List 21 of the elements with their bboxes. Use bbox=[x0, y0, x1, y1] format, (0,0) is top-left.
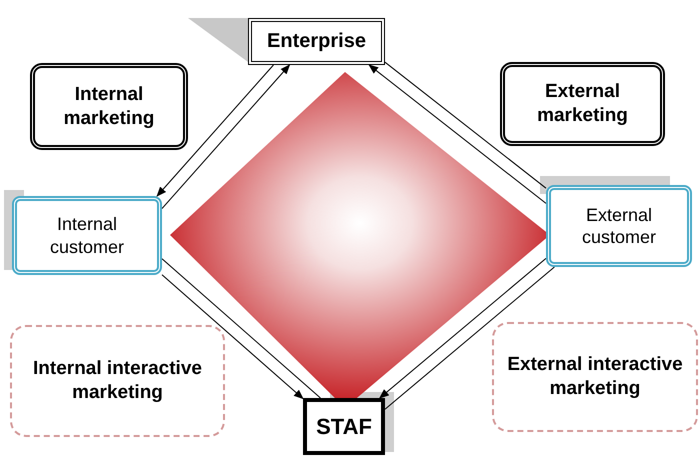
rounded-box bbox=[30, 63, 188, 150]
arrow bbox=[156, 64, 274, 197]
arrow bbox=[368, 64, 546, 204]
rounded-box bbox=[500, 62, 665, 146]
title-box bbox=[303, 398, 385, 455]
customer-box bbox=[12, 196, 162, 275]
node-label: Enterprise bbox=[266, 29, 367, 54]
node-label: External interactive marketing bbox=[506, 353, 684, 401]
node-label: Internal customer bbox=[48, 213, 126, 258]
title-box bbox=[248, 18, 385, 65]
node-label: Internal marketing bbox=[62, 82, 156, 130]
node-label: External marketing bbox=[536, 80, 629, 128]
node-label: External customer bbox=[580, 204, 658, 248]
node-label: STAF bbox=[315, 412, 373, 440]
node-label: Internal interactive marketing bbox=[32, 357, 203, 405]
arrow bbox=[162, 64, 290, 210]
arrow bbox=[379, 258, 546, 399]
arrow bbox=[162, 274, 304, 400]
customer-box bbox=[546, 185, 692, 267]
dashed-box bbox=[492, 322, 698, 432]
dashed-box bbox=[10, 325, 225, 437]
